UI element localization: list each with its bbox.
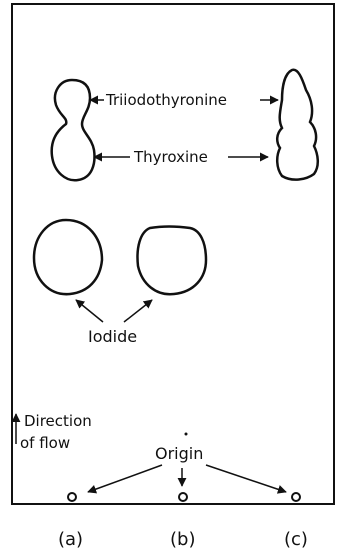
label-thyroxine: Thyroxine — [134, 148, 208, 166]
spot-a-iodide — [34, 220, 102, 294]
spot-b-iodide — [138, 227, 207, 295]
spot-a-triiodothyronine-thyroxine — [52, 80, 95, 180]
dot-mark — [185, 433, 188, 436]
origin-spot-c — [292, 493, 300, 501]
origin-spot-b — [179, 493, 187, 501]
label-direction: Direction — [24, 412, 92, 430]
arrow-iodide-b — [124, 300, 152, 322]
label-origin: Origin — [155, 445, 203, 463]
spot-c-triiodothyronine-thyroxine — [277, 70, 318, 180]
label-iodide: Iodide — [88, 328, 137, 346]
lane-label-a: (a) — [58, 530, 83, 550]
arrow-origin-a — [88, 465, 162, 492]
lane-label-c: (c) — [284, 530, 308, 550]
arrow-origin-c — [206, 465, 286, 492]
arrow-iodide-a — [76, 300, 103, 322]
lane-label-b: (b) — [170, 530, 195, 550]
label-of-flow: of flow — [20, 434, 70, 452]
label-triiodothyronine: Triiodothyronine — [106, 91, 227, 109]
origin-spot-a — [68, 493, 76, 501]
